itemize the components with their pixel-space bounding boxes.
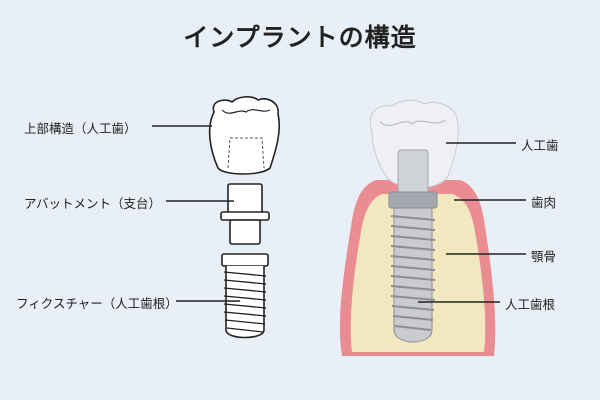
jawbone-label: 顎骨 [531, 249, 557, 264]
crown-label: 上部構造（人工歯） [24, 121, 137, 136]
gum-label: 歯肉 [531, 195, 557, 210]
crown-part [208, 96, 281, 175]
abutment-collar [388, 191, 438, 209]
abutment-label: アバットメント（支台） [24, 196, 162, 211]
abutment-core [397, 149, 429, 195]
page-title: インプラントの構造 [183, 23, 417, 52]
abutment-part [220, 183, 270, 245]
fixture-label: フィクスチャー（人工歯根） [16, 296, 178, 311]
fixture-part [221, 253, 269, 339]
artificial-tooth-label: 人工歯 [521, 138, 559, 153]
artificial-root-label: 人工歯根 [505, 297, 556, 312]
artificial-root-screw [390, 207, 436, 343]
